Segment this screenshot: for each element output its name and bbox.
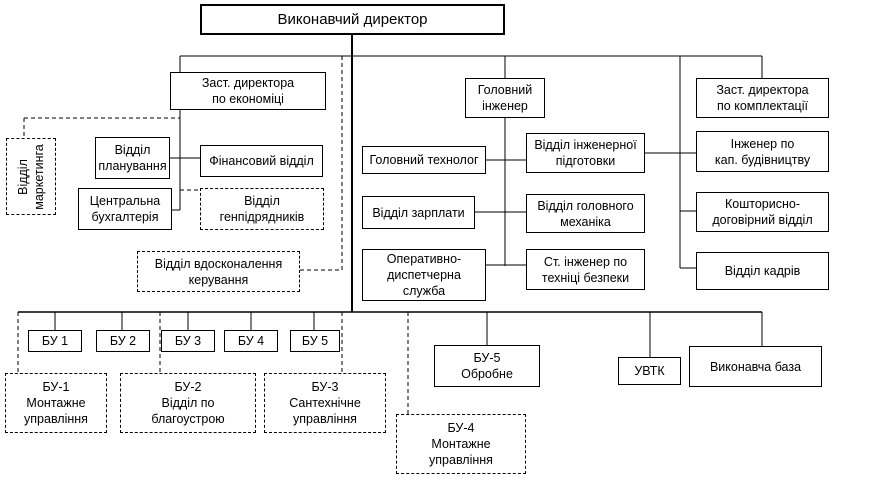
estimate-contract-box: Кошторисно- договірний відділ	[696, 192, 829, 232]
general-contractors-box: Відділ генпідрядників	[200, 188, 324, 230]
uvtk-box: УВТК	[618, 357, 681, 385]
bu4-full-box: БУ-4 Монтажне управління	[396, 414, 526, 474]
chief-technologist-box: Головний технолог	[362, 146, 486, 174]
accounting-box: Центральна бухгалтерія	[78, 188, 172, 230]
hr-box: Відділ кадрів	[696, 252, 829, 290]
bu5-full-box: БУ-5 Обробне	[434, 345, 540, 387]
planning-box: Відділ планування	[95, 137, 170, 179]
finance-box: Фінансовий відділ	[200, 145, 323, 177]
chief-engineer-box: Головний інженер	[465, 78, 545, 118]
bu1-box: БУ 1	[28, 330, 82, 352]
marketing-label: Відділ маркетинга	[16, 143, 46, 210]
marketing-box: Відділ маркетинга	[6, 138, 56, 215]
ceo-box: Виконавчий директор	[200, 4, 505, 35]
chief-mechanic-box: Відділ головного механіка	[526, 194, 645, 233]
salary-box: Відділ зарплати	[362, 196, 475, 229]
exec-base-box: Виконавча база	[689, 346, 822, 387]
capital-construction-box: Інженер по кап. будівництву	[696, 131, 829, 172]
dispatch-box: Оперативно- диспетчерна служба	[362, 249, 486, 301]
management-improvement-box: Відділ вдосконалення керування	[137, 251, 300, 292]
bu2-full-box: БУ-2 Відділ по благоустрою	[120, 373, 256, 433]
bu5-box: БУ 5	[290, 330, 340, 352]
deputy-economics-box: Заст. директора по економіці	[170, 72, 326, 110]
bu1-full-box: БУ-1 Монтажне управління	[5, 373, 107, 433]
bu3-full-box: БУ-3 Сантехнічне управління	[264, 373, 386, 433]
deputy-procurement-box: Заст. директора по комплектації	[696, 78, 829, 118]
safety-engineer-box: Ст. інженер по техніці безпеки	[526, 249, 645, 290]
bu2-box: БУ 2	[96, 330, 150, 352]
engineering-prep-box: Відділ інженерної підготовки	[526, 133, 645, 173]
bu3-box: БУ 3	[161, 330, 215, 352]
bu4-box: БУ 4	[224, 330, 278, 352]
